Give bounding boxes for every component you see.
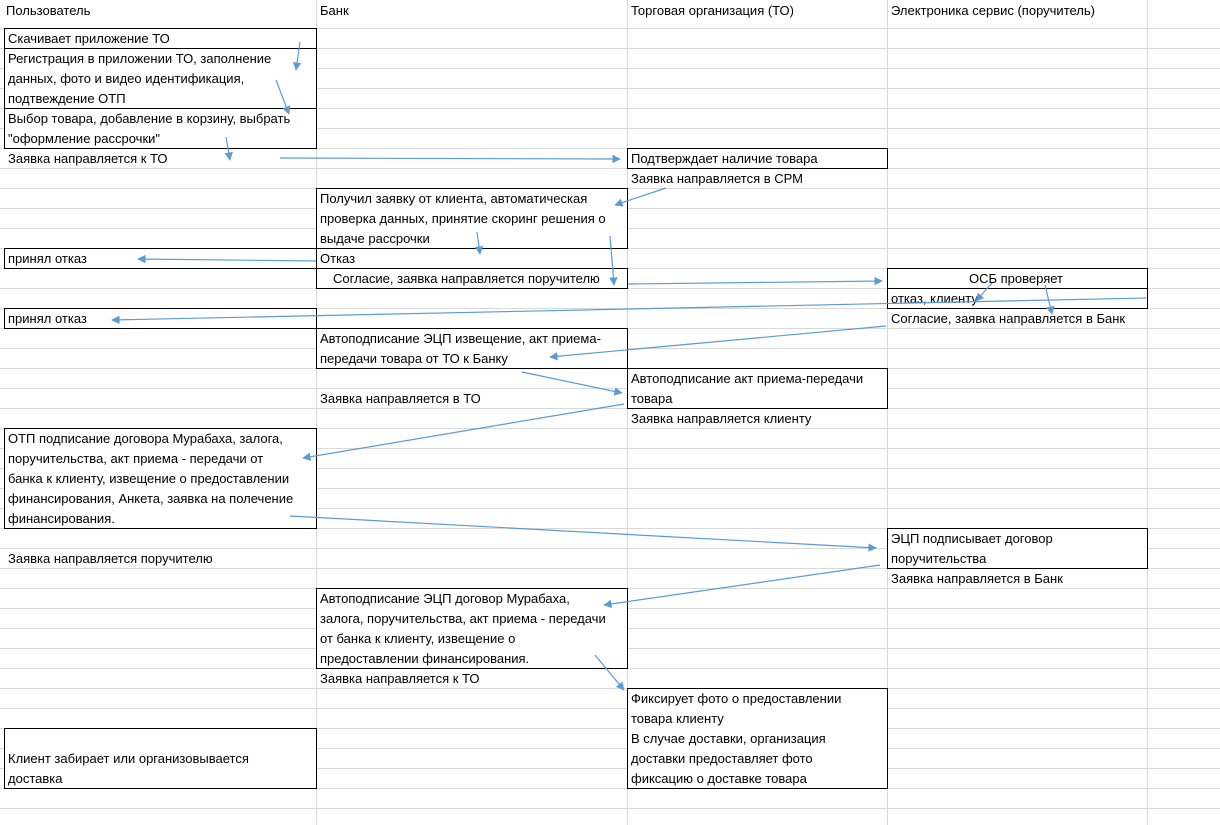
grid-line bbox=[0, 728, 1220, 729]
step-request-to-to-2: Заявка направляется в ТО bbox=[320, 391, 481, 406]
step-delivery-photo: В случае доставки, организация доставки … bbox=[631, 731, 826, 786]
step-request-to-guarantor: Заявка направляется поручителю bbox=[8, 551, 213, 566]
step-client-takes: Клиент забирает или организовывается дос… bbox=[8, 751, 249, 786]
grid-line bbox=[0, 408, 1220, 409]
step-box-bank-autosign-contract bbox=[316, 588, 628, 669]
grid-line bbox=[0, 128, 1220, 129]
grid-line bbox=[1147, 0, 1148, 825]
step-box-select-goods bbox=[4, 108, 317, 149]
grid-line bbox=[0, 488, 1220, 489]
grid-line bbox=[0, 28, 1220, 29]
grid-line bbox=[0, 388, 1220, 389]
flow-arrow bbox=[603, 564, 881, 609]
header-trade-org: Торговая организация (ТО) bbox=[631, 3, 794, 18]
header-bank: Банк bbox=[320, 3, 349, 18]
step-guarantor-signs: ЭЦП подписывает договор поручительства bbox=[891, 531, 1053, 566]
grid-line bbox=[0, 168, 1220, 169]
step-confirms-stock: Подтверждает наличие товара bbox=[631, 151, 818, 166]
header-guarantor: Электроника сервис (поручитель) bbox=[891, 3, 1095, 18]
step-bank-received: Получил заявку от клиента, автоматическа… bbox=[320, 191, 606, 246]
step-consent-to-guarantor: Согласие, заявка направляется поручителю bbox=[333, 271, 600, 286]
step-box-consent-guarantor bbox=[316, 268, 628, 289]
step-box-guarantor-signs bbox=[887, 528, 1148, 569]
grid-line bbox=[0, 108, 1220, 109]
grid-line bbox=[0, 68, 1220, 69]
step-request-to-bank: Заявка направляется в Банк bbox=[891, 571, 1063, 586]
step-box-registration bbox=[4, 48, 317, 109]
step-consent-to-bank: Согласие, заявка направляется в Банк bbox=[891, 311, 1126, 326]
step-box-bank-autosign bbox=[316, 328, 628, 369]
step-refusal-to-client: отказ, клиенту bbox=[891, 291, 978, 306]
step-bank-autosign: Автоподписание ЭЦП извещение, акт приема… bbox=[320, 331, 601, 366]
grid-line bbox=[0, 48, 1220, 49]
grid-line bbox=[887, 0, 888, 825]
grid-line bbox=[0, 808, 1220, 809]
step-bank-autosign-contract: Автоподписание ЭЦП договор Мурабаха, зал… bbox=[320, 591, 606, 666]
grid-line bbox=[0, 748, 1220, 749]
step-box-otp-signing bbox=[4, 428, 317, 529]
flow-arrow bbox=[279, 154, 621, 164]
grid-line bbox=[0, 768, 1220, 769]
step-registration: Регистрация в приложении ТО, заполнение … bbox=[8, 51, 272, 106]
step-otp-signing: ОТП подписание договора Мурабаха, залога… bbox=[8, 431, 294, 526]
grid-line bbox=[0, 88, 1220, 89]
step-refusal-accepted-1: принял отказ bbox=[8, 251, 87, 266]
grid-line bbox=[0, 148, 1220, 149]
step-to-autosign: Автоподписание акт приема-передачи товар… bbox=[631, 371, 864, 406]
grid-line bbox=[0, 708, 1220, 709]
step-box-photo-fixation bbox=[627, 688, 888, 789]
grid-line bbox=[0, 508, 1220, 509]
step-select-goods: Выбор товара, добавление в корзину, выбр… bbox=[8, 111, 291, 146]
step-box-client-takes bbox=[4, 728, 317, 789]
step-download-app: Скачивает приложение ТО bbox=[8, 31, 170, 46]
step-box-to-autosign bbox=[627, 368, 888, 409]
flow-arrow bbox=[289, 515, 877, 552]
flow-arrow bbox=[627, 276, 883, 286]
step-box-bank-received bbox=[316, 188, 628, 249]
flow-arrow bbox=[521, 371, 623, 396]
grid-line bbox=[0, 788, 1220, 789]
flow-arrow bbox=[302, 403, 625, 461]
step-refusal: Отказ bbox=[320, 251, 356, 266]
grid-line bbox=[0, 688, 1220, 689]
step-box-confirms-stock bbox=[627, 148, 888, 169]
step-photo-fixation: Фиксирует фото о предоставлении товара к… bbox=[631, 691, 842, 726]
step-request-to-to: Заявка направляется к ТО bbox=[8, 151, 168, 166]
step-osb-checks: ОСБ проверяет bbox=[969, 271, 1064, 286]
grid-line bbox=[627, 0, 628, 825]
step-refusal-accepted-2: принял отказ bbox=[8, 311, 87, 326]
step-request-to-to-3: Заявка направляется к ТО bbox=[320, 671, 480, 686]
step-request-to-crm: Заявка направляется в СРМ bbox=[631, 171, 804, 186]
header-user: Пользователь bbox=[6, 3, 91, 18]
grid-line bbox=[0, 468, 1220, 469]
step-request-to-client: Заявка направляется клиенту bbox=[631, 411, 812, 426]
